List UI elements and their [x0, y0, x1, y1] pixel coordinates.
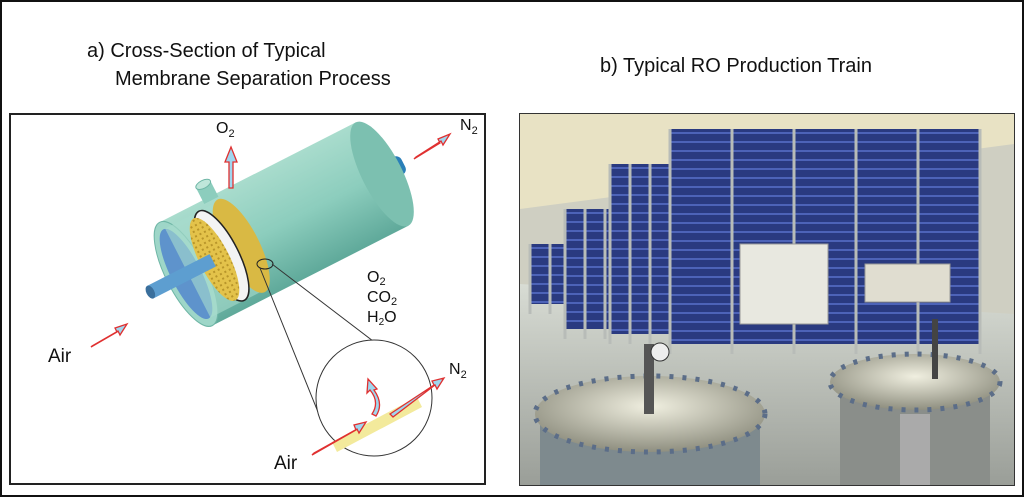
zoom-line	[259, 267, 323, 423]
zoom-origin	[256, 258, 274, 270]
permeate-h2o-label: H2O	[367, 309, 397, 328]
panel-a-title-line2: Membrane Separation Process	[115, 68, 391, 90]
panel-b-title: b) Typical RO Production Train	[600, 55, 872, 77]
air-inlet-label: Air	[48, 346, 72, 367]
zoom-air-arrow	[311, 420, 368, 456]
membrane-diagram-panel: O2 N2 O2 CO2 H2O Air Air N2	[9, 113, 486, 485]
membrane-cylinder	[145, 121, 414, 327]
zoom-n2-arrow	[388, 376, 446, 418]
rack	[565, 209, 610, 329]
zoom-o2-arrow	[366, 377, 381, 417]
electrical-box	[864, 263, 951, 303]
tank-left	[532, 342, 768, 485]
o2-outlet-label: O2	[216, 120, 235, 140]
air-inlet-arrow	[90, 322, 129, 348]
o2-arrow	[224, 145, 238, 189]
permeate-o2-label: O2	[367, 269, 386, 288]
zoom-n2-label: N2	[449, 361, 467, 381]
control-panel	[739, 243, 829, 325]
permeate-co2-label: CO2	[367, 289, 397, 308]
zoom-air-label: Air	[274, 453, 298, 474]
n2-outlet-arrow	[413, 132, 452, 160]
panel-a-title-line1: a) Cross-Section of Typical	[87, 40, 326, 62]
n2-outlet-label: N2	[460, 117, 478, 137]
membrane-diagram: O2 N2 O2 CO2 H2O Air Air N2	[48, 117, 478, 474]
flow-arrows	[90, 132, 452, 456]
tank-right	[827, 319, 1003, 485]
ro-production-train-photo	[519, 113, 1015, 486]
ro-photo	[520, 114, 1014, 485]
